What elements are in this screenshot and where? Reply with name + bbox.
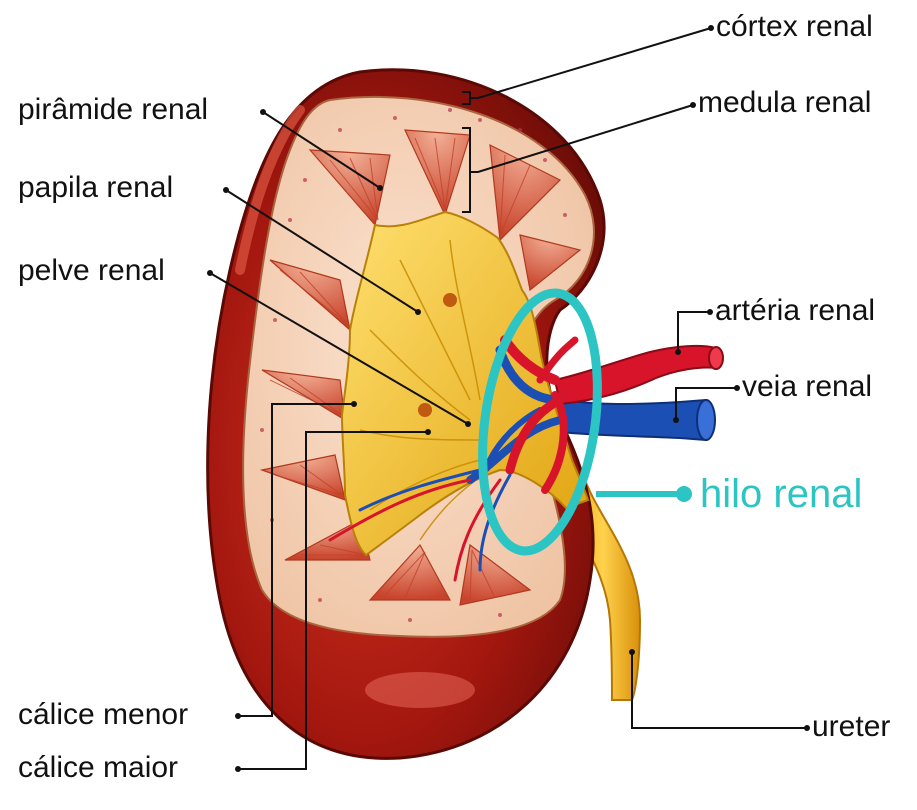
label-pelve-renal: pelve renal [18, 256, 165, 286]
label-ureter: ureter [812, 712, 890, 742]
label-cortex-renal: córtex renal [716, 12, 873, 42]
label-veia-renal: veia renal [742, 372, 872, 402]
label-hilo-renal: hilo renal [700, 474, 862, 514]
label-calice-maior: cálice maior [18, 753, 178, 783]
label-medula-renal: medula renal [698, 88, 871, 118]
label-arteria-renal: artéria renal [715, 296, 875, 326]
label-papila-renal: papila renal [18, 173, 173, 203]
renal-vein [560, 400, 714, 440]
label-calice-menor: cálice menor [18, 700, 188, 730]
label-piramide-renal: pirâmide renal [18, 95, 208, 125]
renal-artery [555, 346, 716, 404]
